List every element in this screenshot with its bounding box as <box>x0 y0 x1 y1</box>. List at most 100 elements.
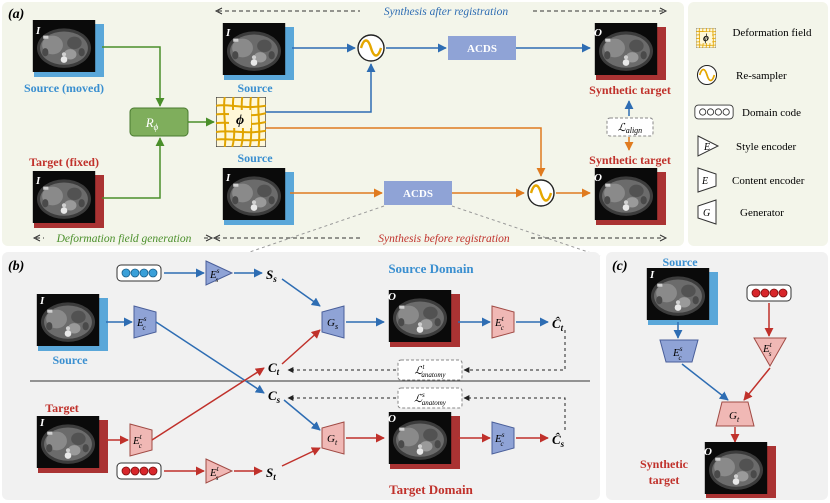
svg-text:G: G <box>703 208 710 219</box>
acds-bottom-box <box>384 181 452 205</box>
top-banner-label: Synthesis after registration <box>384 6 508 18</box>
source-bottom-scan: I <box>222 168 294 225</box>
panel-b-tag: (b) <box>8 259 24 274</box>
svg-text:Etc: Etc <box>494 315 505 332</box>
svg-text:ϕ: ϕ <box>703 33 709 44</box>
bottom-left-banner-right-arrow <box>205 234 214 242</box>
legend-style-encoder-icon: E <box>697 135 720 157</box>
generator-source: Gs <box>321 305 345 339</box>
content-enc-c-to-gt-arrow <box>681 363 729 401</box>
ct-hat-to-lanat-t-arrow <box>463 330 566 373</box>
acds-top-label: ACDS <box>467 43 497 55</box>
legend-resampler-icon <box>696 64 718 86</box>
svg-text:Ets: Ets <box>762 341 773 358</box>
output-source-domain-scan: O <box>388 290 460 347</box>
bottom-right-banner-right-arrow <box>659 234 668 242</box>
legend-resampler-label: Re-sampler <box>736 70 787 82</box>
style-enc-c-to-gt-arrow <box>743 367 771 401</box>
deformation-field-phi: ϕ <box>216 97 266 147</box>
l-anatomy-s-box <box>397 387 463 409</box>
source-moved-scan: I <box>32 20 104 77</box>
svg-text:Esc: Esc <box>672 345 683 362</box>
target-scan-b: I <box>36 416 108 473</box>
synthetic-target-bottom-scan: O <box>594 168 666 225</box>
top-banner-mask <box>360 4 532 18</box>
legend-deformation-field-icon: ϕ <box>696 28 716 48</box>
legend-generator-label: Generator <box>740 207 784 219</box>
source-moved-label: Source (moved) <box>24 81 104 95</box>
synthetic-target-c-line2: target <box>649 473 680 487</box>
phi-to-resampler-bottom-arrow <box>266 127 546 177</box>
svg-text:Gs: Gs <box>327 317 338 331</box>
source-bottom-label: Source <box>237 151 273 165</box>
svg-text:O: O <box>704 446 712 458</box>
bottom-right-banner-mask <box>360 231 530 244</box>
generator-target: Gt <box>321 421 345 455</box>
top-banner-right-arrow <box>659 7 668 15</box>
target-fixed-label: Target (fixed) <box>29 155 99 169</box>
lalign-box <box>606 117 654 137</box>
target-to-rphi-arrow <box>102 137 165 199</box>
cs-to-gt-arrow <box>283 399 321 431</box>
bottom-left-banner-left-arrow <box>32 234 41 242</box>
content-enc-source-to-cs-arrow <box>155 321 265 394</box>
ct-to-gs-arrow <box>281 329 321 365</box>
legend-content-encoder-icon: E <box>697 167 717 193</box>
acds-top-box <box>448 36 516 60</box>
svg-text:Esc: Esc <box>494 431 505 448</box>
panel-a-tag: (a) <box>8 7 24 22</box>
svg-text:I: I <box>35 175 41 187</box>
svg-text:Ess: Ess <box>209 267 220 284</box>
legend-background <box>688 2 828 246</box>
target-domain-label: Target Domain <box>389 482 473 497</box>
svg-text:E: E <box>701 176 708 187</box>
lalign-label: ℒalign <box>618 122 642 135</box>
synthetic-target-top-label: Synthetic target <box>589 83 671 97</box>
ct-hat-label: Ĉt <box>552 316 564 333</box>
source-scan-c: I <box>646 268 718 325</box>
st-to-gt-arrow <box>281 447 321 467</box>
synthetic-target-top-scan: O <box>594 23 666 80</box>
zoom-line-left <box>237 205 385 257</box>
acds-bottom-label: ACDS <box>403 188 433 200</box>
svg-text:I: I <box>39 295 45 307</box>
generator-c: Gt <box>715 401 755 427</box>
cs-hat-to-lanat-s-arrow <box>463 395 566 430</box>
source-label-b: Source <box>52 353 88 367</box>
panel-a-background <box>2 2 684 246</box>
source-top-scan: I <box>222 23 294 80</box>
ss-to-gs-arrow <box>281 278 321 307</box>
top-banner-left-arrow <box>214 7 223 15</box>
ct-label: Ct <box>268 360 280 377</box>
svg-text:I: I <box>225 172 231 184</box>
resampler-top <box>356 33 386 63</box>
svg-text:Esc: Esc <box>136 315 147 332</box>
st-label: St <box>266 465 276 482</box>
target-label-b: Target <box>45 401 79 415</box>
source-domain-code <box>116 264 162 282</box>
legend-style-encoder-label: Style encoder <box>736 141 797 153</box>
svg-text:Etc: Etc <box>132 433 143 450</box>
target-domain-code <box>116 462 162 480</box>
cs-label: Cs <box>268 388 281 405</box>
svg-text:O: O <box>594 27 602 39</box>
target-domain-code-c <box>746 284 792 302</box>
phi-to-resampler-top-arrow <box>266 63 376 113</box>
source-label-c: Source <box>662 255 698 269</box>
synthetic-target-c-line1: Synthetic <box>640 457 689 471</box>
legend-domain-code-label: Domain code <box>742 107 801 119</box>
svg-text:E: E <box>703 142 710 153</box>
legend-generator-icon: G <box>697 199 717 225</box>
panel-c-tag: (c) <box>612 259 628 274</box>
bottom-left-banner-mask <box>44 231 204 244</box>
zoom-line-right <box>451 205 601 257</box>
cs-hat-label: Ĉs <box>552 432 565 449</box>
